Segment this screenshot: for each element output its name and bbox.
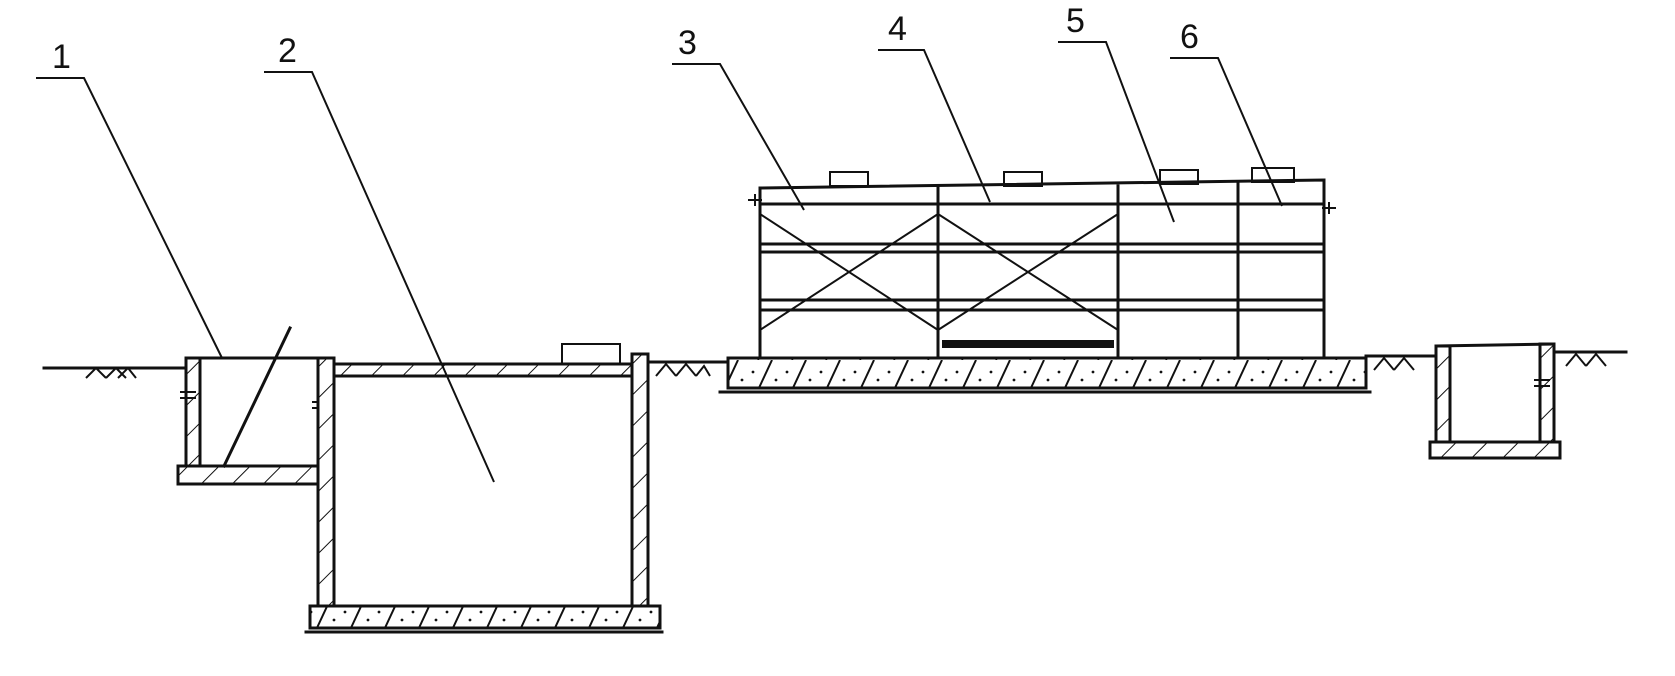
- hatch-5: [1159, 169, 1199, 185]
- hatch-6: [1251, 167, 1295, 183]
- outlet-pipe-marker: [1534, 378, 1550, 388]
- hatch-3: [829, 171, 869, 187]
- foundation-slab: [718, 356, 1372, 394]
- tank-manhole: [561, 343, 621, 365]
- number-labels: 1 2 3 4 5 6: [52, 2, 1199, 76]
- inlet-nozzle: [748, 194, 762, 206]
- hatch-4: [1003, 171, 1043, 187]
- label-4: 4: [888, 10, 907, 48]
- inlet-pit: [176, 325, 334, 486]
- leader-lines: [36, 41, 1283, 483]
- aerator-bar: [942, 340, 1114, 348]
- label-5: 5: [1066, 2, 1085, 40]
- outlet-nozzle: [1322, 202, 1336, 214]
- treatment-module: [748, 167, 1336, 360]
- cross-brace-3: [759, 213, 939, 331]
- label-6: 6: [1180, 18, 1199, 56]
- ground-line-right: [1364, 350, 1628, 371]
- label-2: 2: [278, 32, 297, 70]
- label-1: 1: [52, 38, 71, 76]
- ground-line-middle: [646, 360, 730, 377]
- screen-bar: [221, 325, 293, 469]
- outlet-pit: [1428, 342, 1562, 460]
- buried-tank: [304, 343, 664, 634]
- inlet-pipe-marker-1: [180, 390, 196, 400]
- ground-line-left: [42, 366, 188, 379]
- label-3: 3: [678, 24, 697, 62]
- cross-brace-4: [937, 213, 1119, 331]
